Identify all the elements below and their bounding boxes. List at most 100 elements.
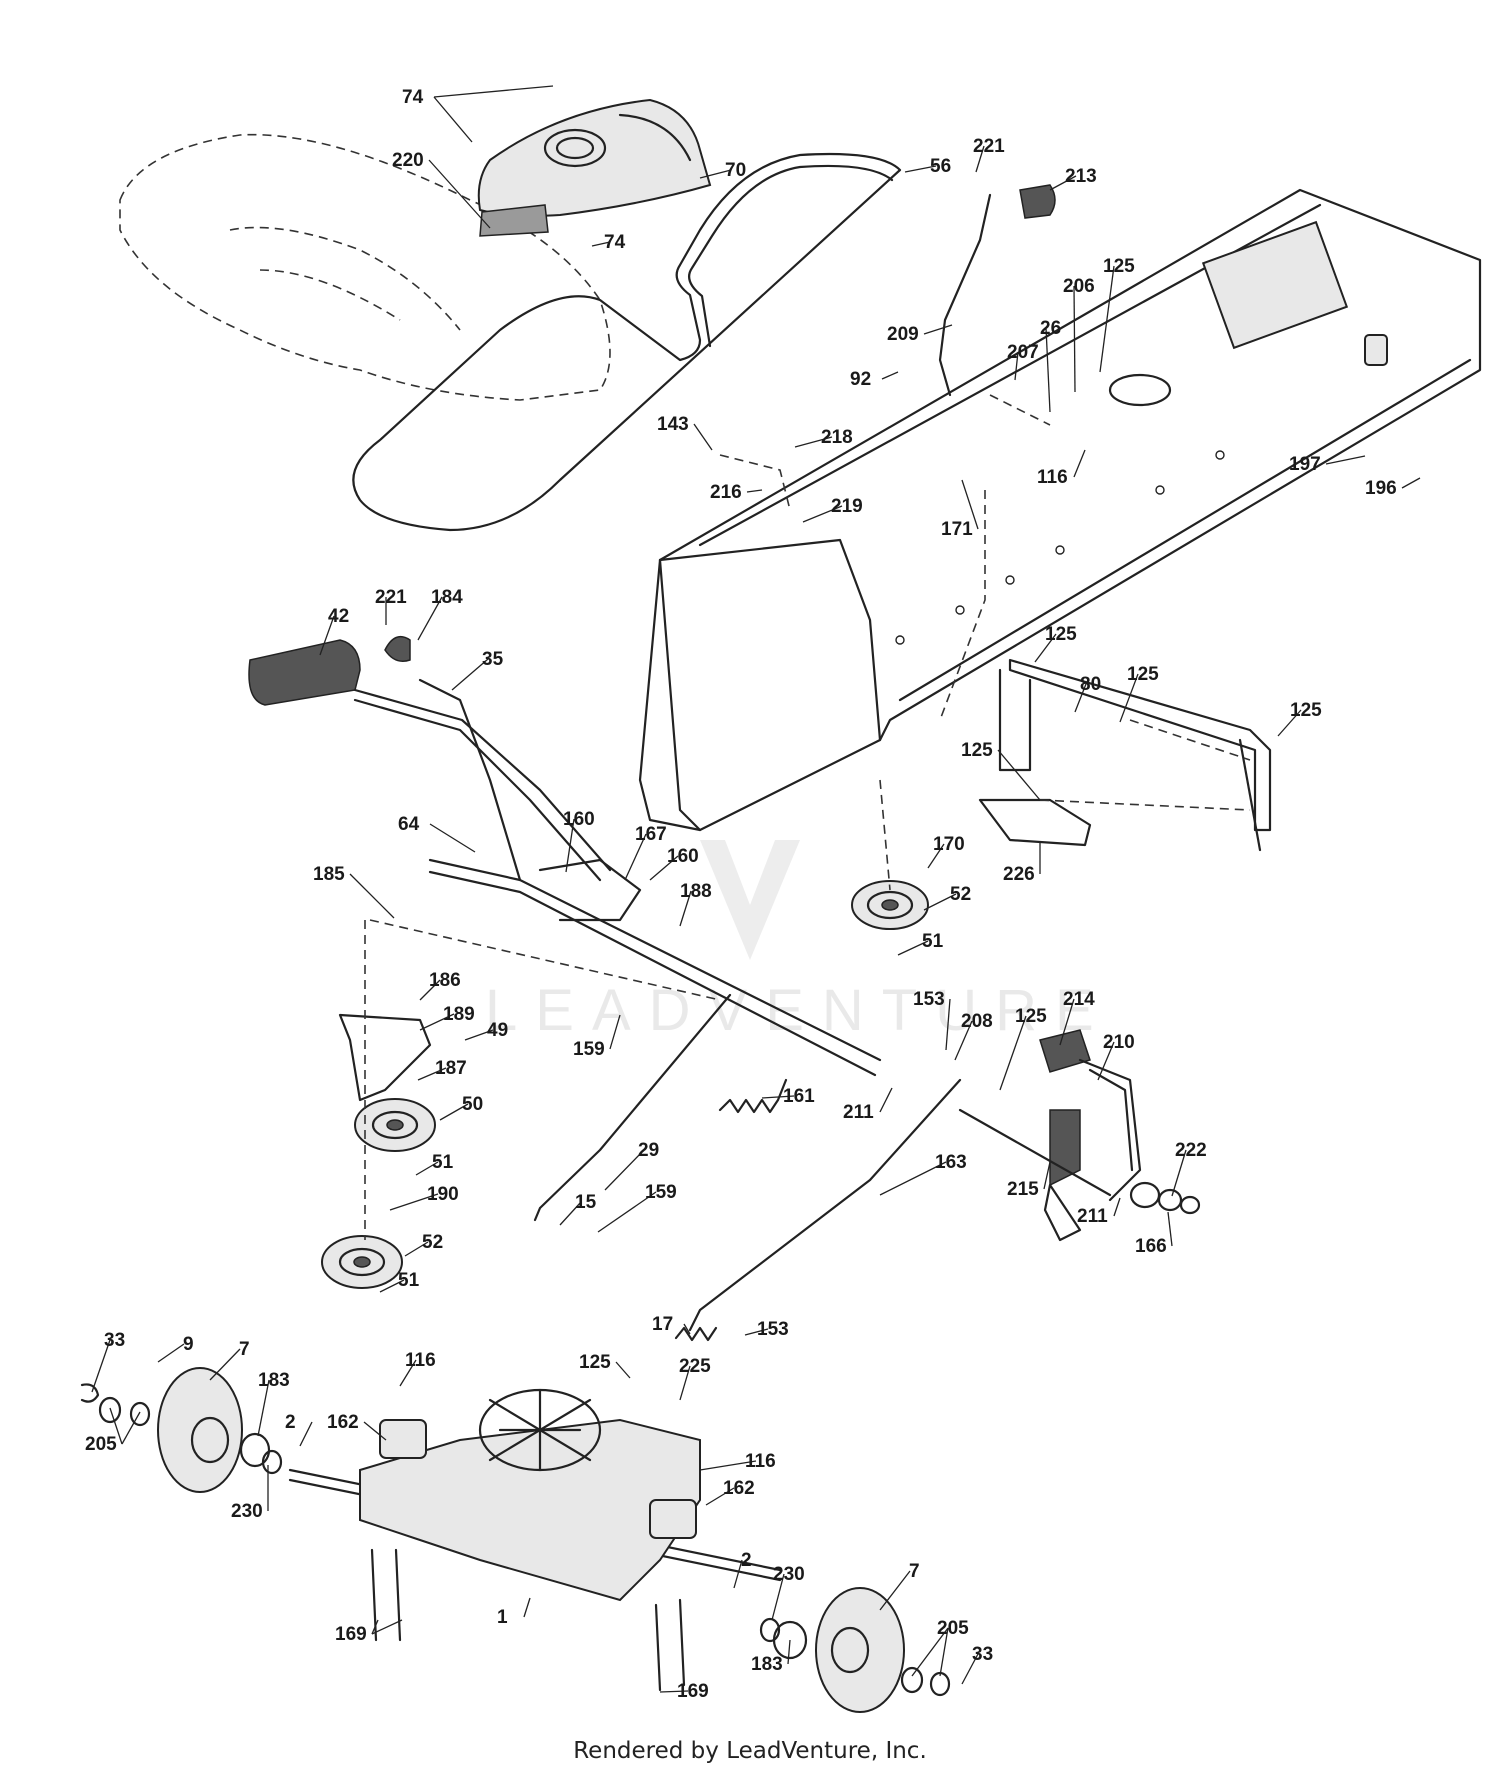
callout-label-125: 125 (1045, 624, 1077, 645)
callout-leader-161 (761, 1095, 795, 1099)
callout-label-169: 169 (335, 1624, 367, 1645)
callout-leader-7 (209, 1348, 241, 1381)
callout-label-225: 225 (679, 1356, 711, 1377)
callout-leader-153 (945, 998, 951, 1051)
callout-leader-215 (1043, 1161, 1051, 1190)
callout-leader-188 (679, 890, 692, 927)
callout-leader-51 (897, 940, 929, 956)
callout-leader-125 (997, 749, 1041, 801)
callout-label-70: 70 (725, 160, 746, 181)
callout-label-153: 153 (913, 989, 945, 1010)
callout-leader-205 (911, 1627, 949, 1677)
seat-outline (119, 133, 611, 401)
callout-leader-74 (591, 241, 611, 247)
callout-leader-169 (659, 1690, 689, 1693)
callout-label-29: 29 (638, 1140, 659, 1161)
callout-label-214: 214 (1063, 989, 1095, 1010)
callout-leader-187 (417, 1067, 447, 1081)
callout-label-2: 2 (285, 1412, 296, 1433)
callout-leader-125 (615, 1361, 631, 1379)
wheel-hub-left (157, 1367, 283, 1493)
callout-leader-51 (379, 1279, 405, 1293)
callout-label-35: 35 (482, 649, 504, 670)
callout-label-167: 167 (635, 824, 667, 845)
callout-label-74: 74 (402, 87, 424, 108)
callout-leader-33 (961, 1653, 979, 1685)
callout-label-169: 169 (677, 1681, 709, 1702)
bracket-226 (978, 798, 1092, 847)
watermark-logo: LEADVENTURE (485, 840, 1112, 1043)
callout-leader-206 (1073, 285, 1076, 393)
callout-label-219: 219 (831, 496, 863, 517)
callout-leader-185 (349, 873, 395, 919)
pulley-52-top (851, 880, 929, 930)
callout-leader-116 (399, 1359, 417, 1387)
callout-label-226: 226 (1003, 864, 1035, 885)
callout-leader-125 (999, 1015, 1027, 1091)
callout-label-185: 185 (313, 864, 345, 885)
callout-leader-170 (927, 843, 945, 869)
washers-left (80, 1383, 151, 1427)
callout-leader-183 (787, 1639, 791, 1665)
callout-leader-56 (904, 165, 937, 173)
callout-leader-42 (319, 615, 335, 656)
transaxle (288, 1388, 782, 1602)
callout-leader-189 (419, 1013, 455, 1031)
callout-leader-221 (975, 145, 985, 173)
callout-label-7: 7 (909, 1561, 920, 1582)
callout-leader-143 (693, 423, 713, 451)
callout-leader-1 (523, 1597, 531, 1618)
callout-leader-196 (1401, 477, 1421, 489)
spring-17 (674, 1326, 718, 1342)
callout-leader-52 (404, 1241, 429, 1257)
callout-leader-2 (733, 1559, 743, 1589)
callout-label-125: 125 (1103, 256, 1135, 277)
callout-label-197: 197 (1289, 454, 1321, 475)
callout-leader-160 (649, 855, 679, 881)
callout-label-230: 230 (231, 1501, 263, 1522)
callout-leader-205 (121, 1411, 141, 1445)
callout-label-170: 170 (933, 834, 965, 855)
callout-leader-219 (802, 505, 843, 523)
callout-leader-209 (923, 324, 953, 335)
callout-leader-74 (433, 96, 473, 143)
callout-leader-184 (417, 596, 443, 641)
callout-leader-166 (1167, 1211, 1173, 1247)
watermark-text: LEADVENTURE (485, 978, 1112, 1043)
callout-label-125: 125 (961, 740, 993, 761)
callout-label-230: 230 (773, 1564, 805, 1585)
callout-leader-214 (1059, 998, 1075, 1046)
callout-leader-125 (1119, 673, 1139, 723)
callout-leader-125 (1034, 633, 1057, 663)
callout-leader-190 (389, 1193, 439, 1211)
callout-leader-35 (451, 658, 489, 691)
callout-label-2: 2 (741, 1550, 752, 1571)
callout-label-159: 159 (645, 1182, 677, 1203)
rod-29 (533, 993, 732, 1222)
spring-161 (718, 1078, 788, 1114)
fender-panel (477, 98, 712, 237)
callout-label-51: 51 (922, 931, 944, 952)
callout-label-220: 220 (392, 150, 424, 171)
callout-label-171: 171 (941, 519, 973, 540)
callout-label-116: 116 (405, 1350, 436, 1371)
callout-label-213: 213 (1065, 166, 1097, 187)
callout-label-163: 163 (935, 1152, 967, 1173)
callout-label-9: 9 (183, 1334, 194, 1355)
callout-label-51: 51 (398, 1270, 420, 1291)
callout-leader-116 (699, 1460, 757, 1471)
callout-leader-162 (705, 1487, 735, 1506)
callout-label-160: 160 (667, 846, 699, 867)
callout-label-221: 221 (973, 136, 1005, 157)
callout-label-205: 205 (85, 1434, 117, 1455)
pulley-52-bottom (321, 1235, 403, 1289)
callout-label-161: 161 (783, 1086, 815, 1107)
callout-leader-183 (257, 1379, 270, 1437)
callout-leader-210 (1097, 1041, 1115, 1081)
callout-label-15: 15 (575, 1192, 597, 1213)
callout-leader-116 (1073, 449, 1086, 478)
callout-label-183: 183 (751, 1654, 783, 1675)
callout-leader-208 (954, 1020, 973, 1061)
callout-leader-162 (363, 1421, 387, 1441)
idler-bracket-189 (338, 1013, 432, 1102)
